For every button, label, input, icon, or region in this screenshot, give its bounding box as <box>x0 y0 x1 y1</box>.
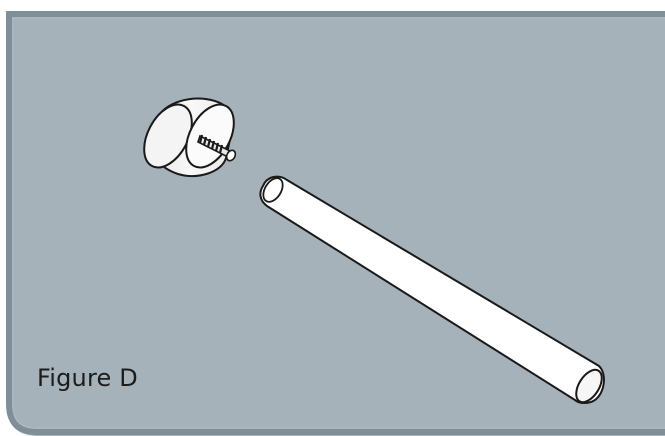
rod-end-cap <box>575 368 603 404</box>
rod-start-cap <box>262 177 284 203</box>
figure-caption: Figure D <box>37 364 138 392</box>
threaded-stud <box>197 134 237 162</box>
threaded-knob <box>143 97 237 177</box>
dowel-rod <box>259 175 605 404</box>
